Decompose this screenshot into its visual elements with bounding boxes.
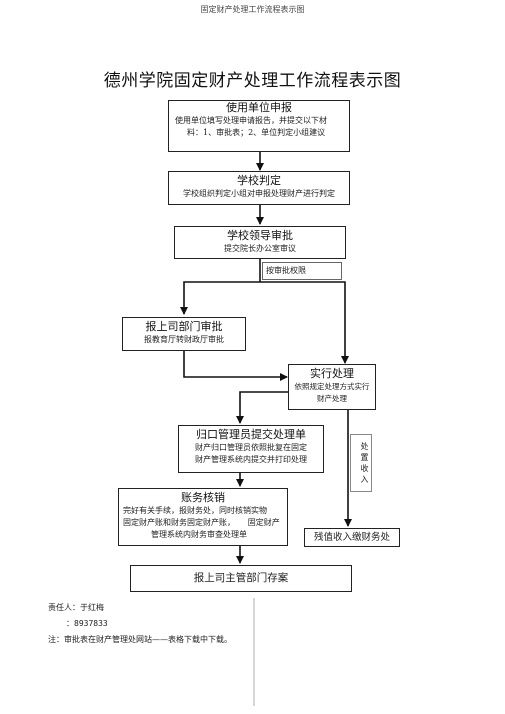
- box-leader: 学校领导审批 提交院长办公室审议: [174, 226, 346, 259]
- arrow-to-superior: [180, 281, 260, 315]
- page-header: 固定财产处理工作流程表示图: [200, 5, 305, 14]
- box-admin-submit-line1: 财产归口管理员依照批复在固定: [195, 443, 307, 452]
- footer-responsible: 责任人：于红梅: [48, 603, 104, 612]
- box-accounts-line1: 完好有关手续，报财务处，同时核销实物: [123, 506, 267, 515]
- box-judge: 学校判定 学校组织判定小组对申报处理财产进行判定: [168, 171, 350, 205]
- box-apply-line1: 使用单位填写处理申请报告，并提交以下材: [175, 116, 327, 125]
- box-leader-line1: 提交院长办公室审议: [224, 244, 296, 253]
- box-accounts-line3: 管理系统内财务审查处理单: [151, 530, 247, 539]
- arrow-superior-to-execute: [183, 350, 288, 381]
- box-judge-heading: 学校判定: [237, 174, 281, 187]
- box-disposal-income: 处置收入: [350, 434, 372, 492]
- box-accounts-heading: 账务核销: [181, 491, 225, 504]
- box-execute-line1: 依照规定处理方式实行: [294, 382, 370, 391]
- box-execute-line2: 财产处理: [317, 394, 347, 403]
- box-residual: 残值收入缴财务处: [304, 528, 400, 547]
- box-apply-line2: 料：1、审批表；2、单位判定小组建议: [187, 128, 326, 137]
- box-admin-submit-heading: 归口管理员提交处理单: [196, 428, 306, 441]
- box-admin-submit: 归口管理员提交处理单 财产归口管理员依照批复在固定 财产管理系统内提交并打印处理: [178, 425, 324, 473]
- footer-phone: ：8937833: [66, 619, 108, 628]
- box-execute: 实行处理 依照规定处理方式实行 财产处理: [288, 364, 376, 410]
- box-report-superior-line1: 报教育厅转财政厅审批: [144, 335, 224, 344]
- page-title: 德州学院固定财产处理工作流程表示图: [103, 71, 402, 91]
- box-leader-heading: 学校领导审批: [227, 229, 293, 242]
- box-accounts: 账务核销 完好有关手续，报财务处，同时核销实物 固定财产账和财务固定财产账， 固…: [118, 488, 288, 546]
- footer-note: 注：审批表在财产管理处网站——表格下载中下载。: [48, 635, 232, 644]
- box-archive: 报上司主管部门存案: [130, 565, 352, 592]
- box-execute-heading: 实行处理: [310, 367, 354, 380]
- box-admin-submit-line2: 财产管理系统内提交并打印处理: [195, 455, 307, 464]
- box-apply-heading: 使用单位申报: [226, 101, 292, 114]
- box-apply: 使用单位申报 使用单位填写处理申请报告，并提交以下材 料：1、审批表；2、单位判…: [168, 100, 350, 152]
- box-report-superior-heading: 报上司部门审批: [145, 320, 223, 333]
- box-by-authority: 按审批权限: [262, 262, 342, 280]
- arrow-to-execute: [260, 281, 349, 364]
- box-accounts-line2: 固定财产账和财务固定财产账， 固定财产: [123, 518, 280, 527]
- box-judge-line1: 学校组织判定小组对申报处理财产进行判定: [183, 189, 335, 198]
- box-report-superior: 报上司部门审批 报教育厅转财政厅审批: [122, 317, 246, 351]
